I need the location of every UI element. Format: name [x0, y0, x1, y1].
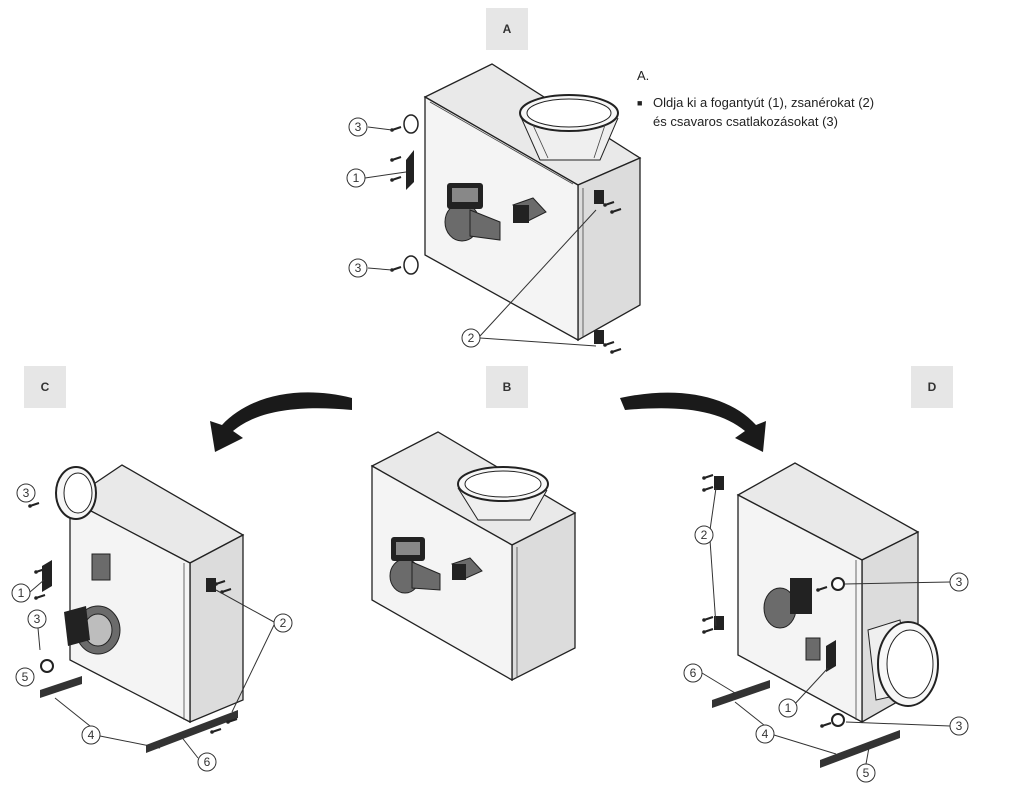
- motor-icon: [64, 605, 121, 655]
- instruction-text-line2: és csavaros csatlakozásokat (3): [653, 114, 838, 129]
- terminal-box-icon: [805, 637, 821, 661]
- hinge-icon: [594, 190, 604, 344]
- callout-label: 3: [355, 261, 362, 275]
- motor-icon: [389, 537, 441, 594]
- step-badge-d: D: [911, 366, 953, 408]
- callout-label: 1: [353, 171, 360, 185]
- instruction-heading: A.: [637, 68, 650, 83]
- callouts-a: 3 1 3 2: [346, 117, 597, 348]
- callout-label: 4: [762, 727, 769, 741]
- hinge-icon: [714, 476, 724, 630]
- motor-icon: [444, 183, 501, 242]
- fan-unit-d: [701, 462, 939, 768]
- instruction-block: A. ■ Oldja ki a fogantyút (1), zsanéroka…: [637, 66, 937, 131]
- callout-label: 5: [22, 670, 29, 684]
- rotate-right-arrow-icon: [620, 392, 766, 452]
- callout-label: 3: [34, 612, 41, 626]
- bullet-icon: ■: [637, 98, 643, 108]
- callout-label: 4: [88, 728, 95, 742]
- step-badge-a: A: [486, 8, 528, 50]
- callout-label: 2: [701, 528, 708, 542]
- step-badge-c: C: [24, 366, 66, 408]
- terminal-box-icon: [451, 557, 483, 580]
- fan-unit-a: [389, 63, 642, 355]
- washer-icon: [831, 577, 845, 727]
- callout-label: 2: [468, 331, 475, 345]
- callout-label: 6: [690, 666, 697, 680]
- step-label-b: B: [502, 380, 512, 394]
- callout-label: 6: [204, 755, 211, 769]
- handle-icon: [406, 150, 414, 190]
- mounting-rail-icon: [712, 680, 900, 768]
- handle-icon: [42, 560, 52, 592]
- rotate-left-arrow-icon: [210, 392, 352, 452]
- hinge-icon: [206, 578, 216, 592]
- callout-label: 2: [280, 616, 287, 630]
- step-label-a: A: [502, 22, 512, 36]
- duct-collar-icon: [55, 466, 97, 520]
- instruction-item: ■ Oldja ki a fogantyút (1), zsanérokat (…: [637, 93, 937, 131]
- duct-collar-icon: [867, 619, 939, 707]
- callout-label: 3: [956, 575, 963, 589]
- handle-icon: [826, 640, 836, 672]
- callout-label: 3: [355, 120, 362, 134]
- callouts-d: 2 3 6 1 4 3 5: [683, 487, 969, 783]
- washer-icon: [40, 659, 54, 673]
- step-badge-b: B: [486, 366, 528, 408]
- callout-label: 1: [785, 701, 792, 715]
- instruction-text-line1: Oldja ki a fogantyút (1), zsanérokat (2): [653, 95, 875, 110]
- mounting-rail-icon: [40, 676, 238, 753]
- callout-label: 5: [863, 766, 870, 780]
- washer-icon: [403, 114, 419, 275]
- callouts-c: 3 1 3 5 2 4 6: [11, 483, 293, 772]
- callout-label: 1: [18, 586, 25, 600]
- callout-label: 3: [956, 719, 963, 733]
- duct-collar-icon: [457, 466, 549, 521]
- duct-collar-icon: [519, 94, 619, 161]
- terminal-box-icon: [512, 197, 547, 223]
- instruction-text: Oldja ki a fogantyút (1), zsanérokat (2)…: [653, 93, 874, 131]
- step-label-c: C: [40, 380, 50, 394]
- callout-label: 3: [23, 486, 30, 500]
- fan-unit-b: [370, 431, 577, 682]
- fan-unit-c: [27, 464, 245, 753]
- motor-icon: [763, 578, 812, 629]
- step-label-d: D: [927, 380, 937, 394]
- terminal-box-icon: [91, 553, 111, 581]
